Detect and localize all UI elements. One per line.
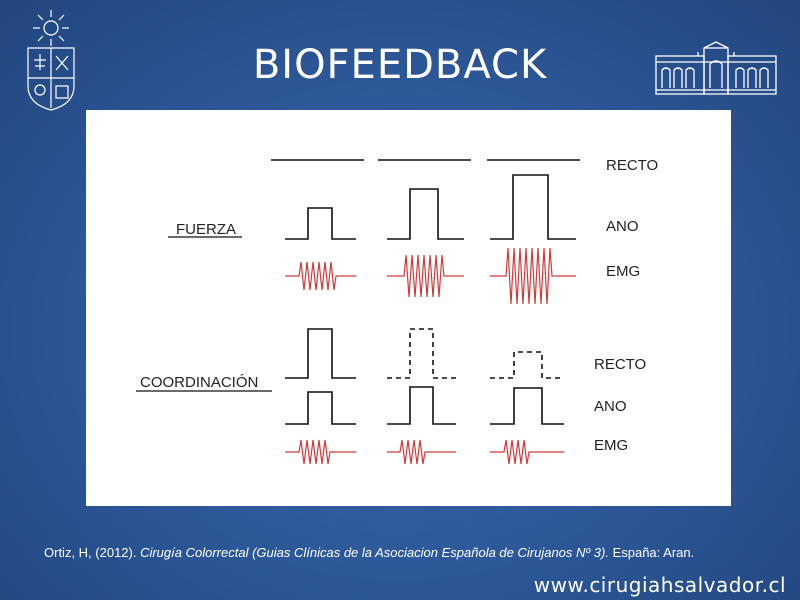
coordinacion-recto-pulse-3 — [490, 351, 564, 379]
citation-title: Cirugía Colorrectal (Guias Clínicas de l… — [140, 545, 609, 560]
coordinacion-emg-trace-3 — [490, 439, 564, 465]
biofeedback-diagram: FUERZA RECTO ANO EMG COORDINACIÓN — [86, 110, 731, 506]
coordinacion-emg-label: EMG — [594, 437, 628, 454]
fuerza-emg-trace-3 — [490, 247, 576, 305]
coordinacion-recto-pulse-1 — [285, 328, 356, 379]
coordinacion-ano-label: ANO — [594, 398, 627, 415]
citation-author: Ortiz, H, (2012). — [44, 545, 141, 560]
coordinacion-ano-pulse-1 — [285, 391, 356, 425]
fuerza-emg-trace-1 — [285, 261, 356, 291]
fuerza-ano-pulse-3 — [490, 174, 576, 240]
citation: Ortiz, H, (2012). Cirugía Colorrectal (G… — [44, 545, 784, 560]
fuerza-emg-trace-2 — [387, 254, 464, 298]
coordinacion-recto-pulse-2 — [387, 328, 456, 379]
coordinacion-emg-trace-2 — [387, 439, 456, 465]
page-title: BIOFEEDBACK — [252, 42, 548, 88]
fuerza-ano-pulse-2 — [387, 188, 464, 240]
website-link[interactable]: www.cirugiahsalvador.cl — [533, 573, 786, 597]
coordinacion-ano-pulse-2 — [387, 386, 456, 425]
coordinacion-emg-trace-1 — [285, 439, 356, 465]
hospital-building-icon — [652, 40, 780, 96]
fuerza-label: FUERZA — [176, 221, 236, 238]
fuerza-emg-label: EMG — [606, 263, 640, 280]
fuerza-ano-label: ANO — [606, 218, 639, 235]
fuerza-ano-pulse-1 — [285, 207, 356, 240]
university-seal-icon — [22, 8, 80, 112]
coordinacion-label: COORDINACIÓN — [140, 374, 258, 391]
citation-publisher: España: Aran. — [608, 545, 695, 560]
coordinacion-recto-label: RECTO — [594, 356, 646, 373]
coordinacion-ano-pulse-3 — [490, 387, 564, 425]
fuerza-recto-label: RECTO — [606, 157, 658, 174]
